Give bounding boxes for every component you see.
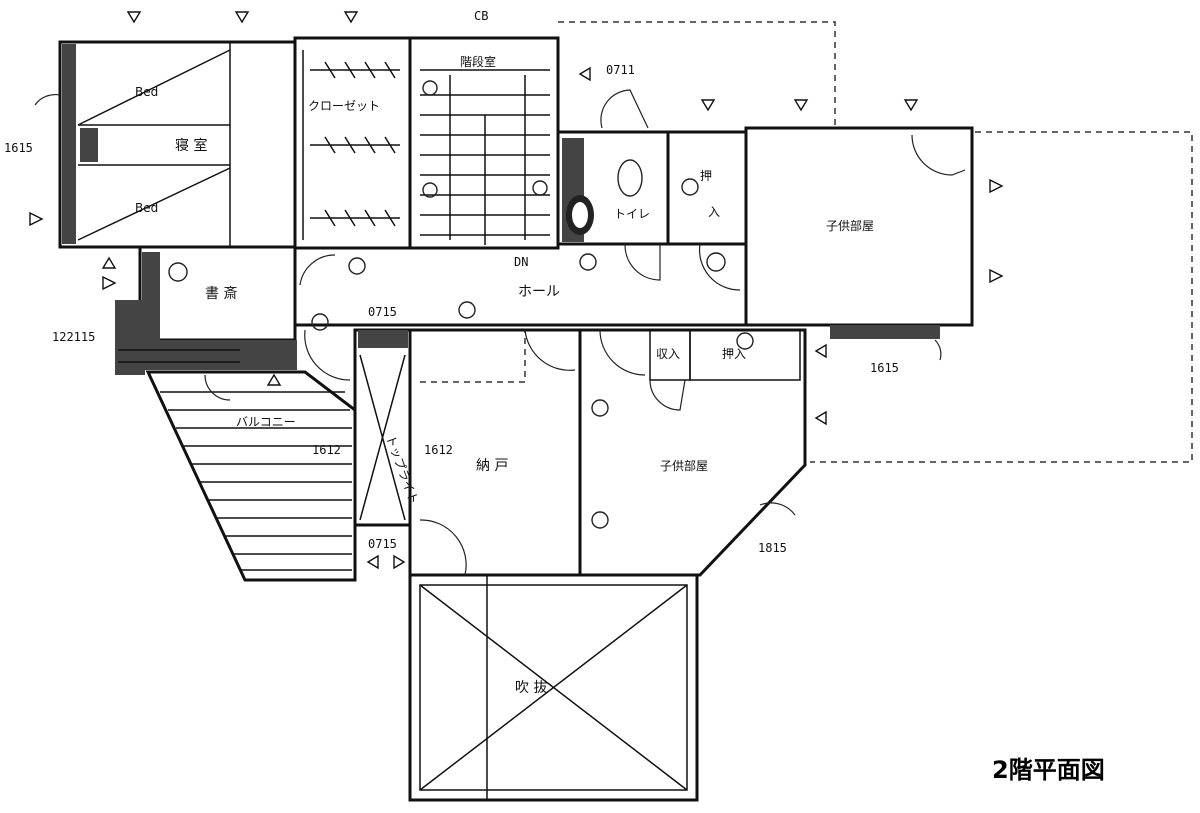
room-toilet: トイレ xyxy=(614,207,650,221)
room-child-2: 子供部屋 xyxy=(660,458,708,473)
dimension-labels: CB DN 0711 0715 0715 1615 1615 1815 1612… xyxy=(4,9,899,555)
walls xyxy=(58,36,974,802)
room-child-1: 子供部屋 xyxy=(826,218,874,233)
doors xyxy=(34,89,966,576)
room-toplight: トップライト xyxy=(383,433,421,505)
fixtures xyxy=(168,80,754,529)
room-void: 吹 抜 xyxy=(515,680,547,696)
label-0715-bottom: 0715 xyxy=(368,537,397,551)
room-bed-upper: Bed xyxy=(135,85,158,99)
label-122115: 122115 xyxy=(52,330,95,344)
label-1612-right: 1612 xyxy=(424,443,453,457)
window-markers xyxy=(29,11,1004,570)
label-cb: CB xyxy=(474,9,488,23)
stairs xyxy=(420,69,550,245)
room-storage-1-b: 入 xyxy=(708,205,720,219)
label-dn: DN xyxy=(514,255,528,269)
label-0715-top: 0715 xyxy=(368,305,397,319)
label-0711: 0711 xyxy=(606,63,635,77)
room-storage-2: 収入 xyxy=(656,347,680,361)
room-study: 書 斎 xyxy=(205,285,237,302)
room-storeroom: 納 戸 xyxy=(476,458,508,474)
label-1615-right: 1615 xyxy=(870,361,899,375)
room-bedroom: 寝 室 xyxy=(175,137,207,154)
room-balcony: バルコニー xyxy=(236,415,296,429)
room-storage-3: 押入 xyxy=(722,347,746,361)
balcony xyxy=(145,370,357,582)
room-closet: クローゼット xyxy=(308,99,380,113)
room-bed-lower: Bed xyxy=(135,201,158,215)
plan-title: 2階平面図 xyxy=(992,756,1105,784)
closet-rods xyxy=(310,61,400,227)
label-1615-left: 1615 xyxy=(4,141,33,155)
lower-floor-outline xyxy=(420,21,1193,463)
room-labels: 寝 室 Bed Bed 書 斎 クローゼット 階段室 トイレ 押 入 子供部屋 … xyxy=(135,54,874,696)
room-storage-1: 押 xyxy=(700,169,712,183)
label-1815: 1815 xyxy=(758,541,787,555)
room-stairwell: 階段室 xyxy=(460,54,496,69)
label-1612-left: 1612 xyxy=(312,443,341,457)
room-hall: ホール xyxy=(518,284,560,300)
